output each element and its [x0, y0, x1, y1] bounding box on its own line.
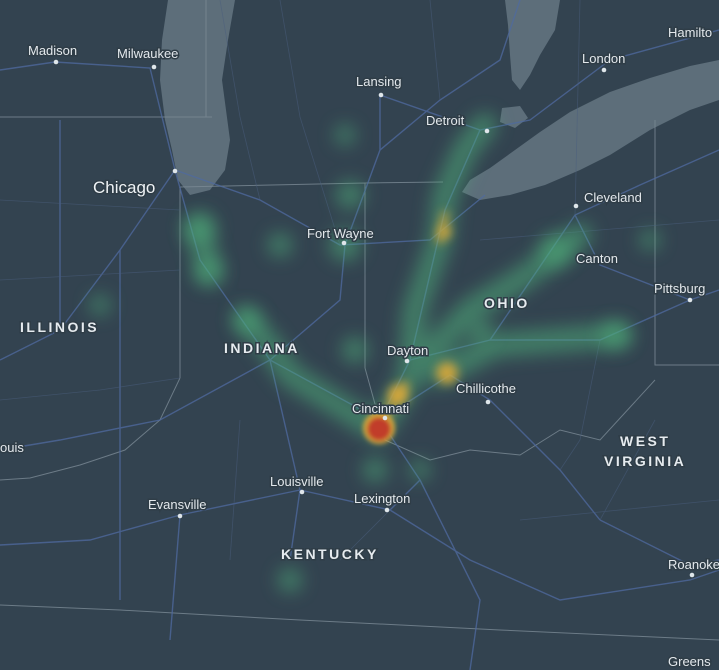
- label-detroit: Detroit: [426, 113, 465, 128]
- minor-roads: [0, 0, 719, 561]
- label-ohio: OHIO: [484, 295, 530, 311]
- label-cincinnati: Cincinnati: [352, 401, 409, 416]
- boundaries: [0, 0, 719, 641]
- state-labels: ILLINOIS INDIANA OHIO KENTUCKY WEST VIRG…: [19, 294, 686, 564]
- lake-erie: [462, 60, 719, 200]
- lake-huron: [505, 0, 560, 90]
- label-hamilton: Hamilto: [668, 25, 712, 40]
- label-greensboro: Greens: [668, 654, 711, 669]
- label-chillicothe: Chillicothe: [456, 381, 516, 396]
- label-illinois: ILLINOIS: [20, 319, 99, 335]
- label-indiana: INDIANA: [224, 340, 300, 356]
- label-madison: Madison: [28, 43, 77, 58]
- label-evansville: Evansville: [148, 497, 207, 512]
- label-pittsburgh: Pittsburg: [654, 281, 705, 296]
- label-lexington: Lexington: [354, 491, 410, 506]
- label-london: London: [582, 51, 625, 66]
- label-cleveland: Cleveland: [584, 190, 642, 205]
- label-fort-wayne: Fort Wayne: [307, 226, 374, 241]
- label-west-virginia-line2: VIRGINIA: [604, 453, 686, 469]
- label-west-virginia-line1: WEST: [620, 433, 670, 449]
- label-st-louis: ouis: [0, 440, 24, 455]
- label-lansing: Lansing: [356, 74, 402, 89]
- label-kentucky: KENTUCKY: [281, 546, 379, 562]
- lake-michigan: [160, 0, 235, 195]
- label-dayton: Dayton: [387, 343, 428, 358]
- label-canton: Canton: [576, 251, 618, 266]
- label-louisville: Louisville: [270, 474, 323, 489]
- water-bodies: [160, 0, 719, 200]
- city-markers: [53, 59, 695, 578]
- city-labels: Madison Milwaukee Lansing London Hamilto…: [0, 24, 719, 670]
- label-chicago: Chicago: [93, 178, 155, 197]
- heatmap-layer: [90, 113, 660, 592]
- label-milwaukee: Milwaukee: [117, 46, 178, 61]
- label-roanoke: Roanoke: [668, 557, 719, 572]
